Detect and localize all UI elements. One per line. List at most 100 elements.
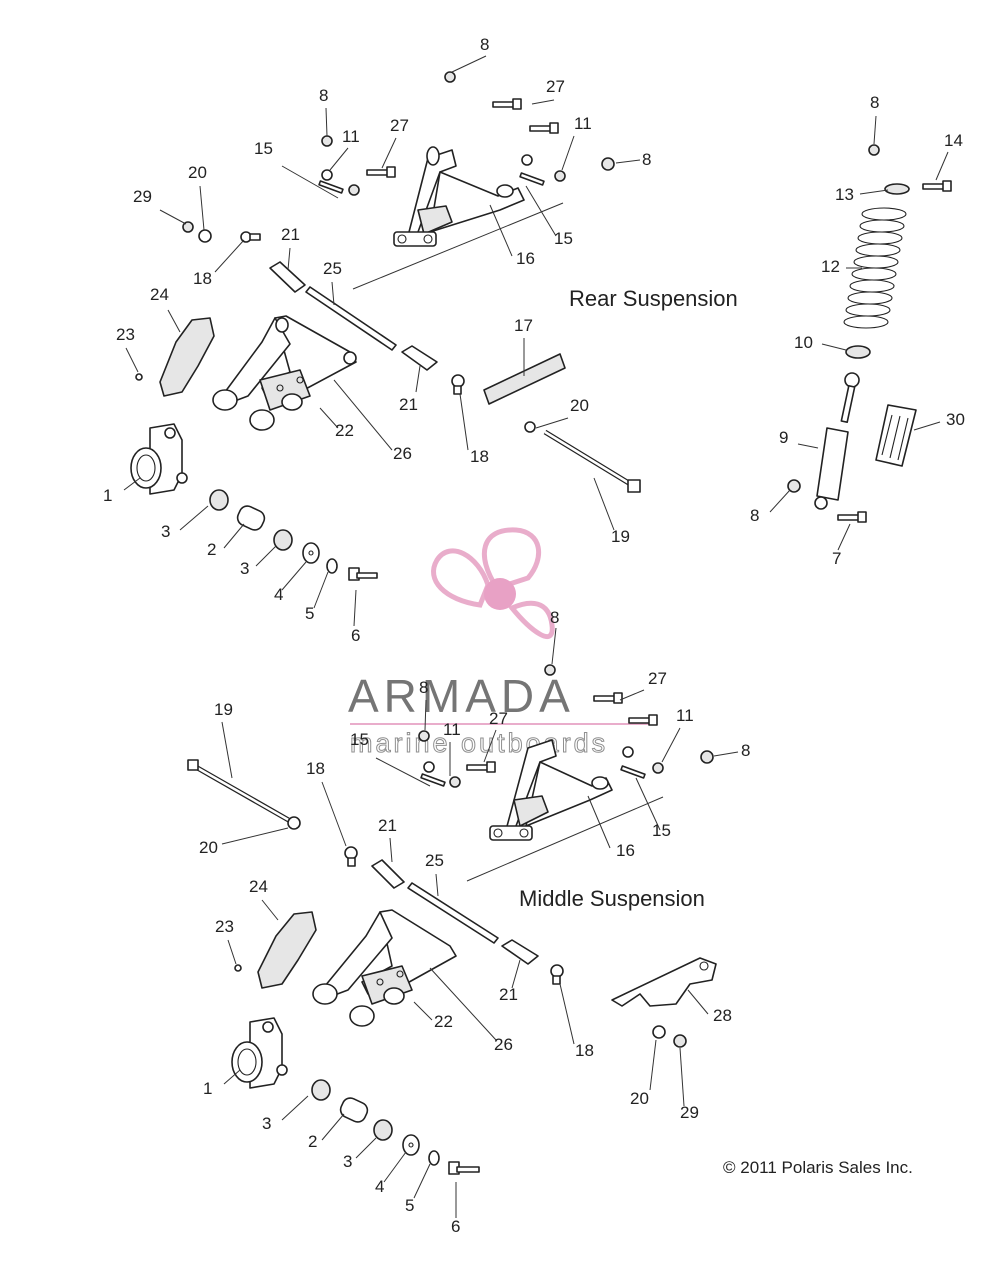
callout-leader-m-29: [679, 1047, 685, 1107]
lower-a-arm: [312, 909, 457, 1027]
callout-number-m-16: 16: [616, 841, 635, 860]
callout-number-m-11b: 11: [443, 720, 461, 739]
callout-leader-m-20b: [649, 1039, 657, 1091]
propeller-blade: [507, 600, 555, 639]
callout-number-r-21a: 21: [281, 225, 300, 244]
frame-guard: [257, 911, 317, 989]
callout-number-r-20a: 20: [188, 163, 207, 182]
callout-number-r-23: 23: [116, 325, 135, 344]
callout-number-s-14: 14: [944, 131, 963, 150]
washer: [524, 421, 536, 433]
callout-number-m-25: 25: [425, 851, 444, 870]
callout-number-r-5: 5: [305, 604, 314, 623]
bearing: [373, 1119, 393, 1141]
washer: [287, 816, 301, 830]
callout-number-m-22: 22: [434, 1012, 453, 1031]
callout-number-r-15b: 15: [554, 229, 573, 248]
callout-leader-r-29: [159, 209, 187, 225]
callout-leader-r-4: [281, 561, 307, 591]
washer: [326, 558, 338, 574]
armada-watermark: ARMADA marine outboards: [348, 527, 654, 759]
callout-number-r-1: 1: [103, 486, 112, 505]
pivot-shaft: [407, 882, 499, 944]
callout-number-r-21b: 21: [399, 395, 418, 414]
callout-leader-m-27a: [619, 689, 645, 701]
assembly-guides: [352, 202, 664, 882]
mount-plate: [483, 353, 566, 405]
bushing: [401, 345, 438, 371]
propeller-blade: [431, 548, 491, 608]
bushing: [269, 261, 306, 293]
callout-number-m-15a: 15: [350, 730, 369, 749]
callout-leaders: [123, 55, 949, 1218]
callout-number-r-24: 24: [150, 285, 169, 304]
protective-boot: [875, 404, 917, 467]
callout-number-r-15a: 15: [254, 139, 273, 158]
bushing: [423, 761, 435, 773]
bearing: [311, 1079, 331, 1101]
bolt: [628, 714, 658, 726]
upper-a-arm: [393, 146, 525, 247]
pivot-pin: [420, 773, 446, 787]
callout-leader-m-5: [413, 1163, 431, 1199]
bushing: [501, 939, 539, 965]
callout-leader-r-25: [331, 281, 335, 306]
washer: [198, 229, 212, 243]
callout-number-r-3a: 3: [161, 522, 170, 541]
callout-number-r-27b: 27: [390, 116, 409, 135]
rear-suspension-parts: [130, 71, 641, 581]
callout-leader-r-19: [593, 477, 615, 531]
callout-leader-r-8a: [451, 55, 487, 73]
copyright-notice: © 2011 Polaris Sales Inc.: [723, 1158, 913, 1177]
callout-leader-r-15b: [525, 185, 557, 237]
callout-leader-r-23: [125, 347, 139, 373]
callout-number-m-28: 28: [713, 1006, 732, 1025]
callout-number-m-23: 23: [215, 917, 234, 936]
callout-number-m-27b: 27: [489, 709, 508, 728]
screw: [234, 964, 242, 972]
bolt: [466, 761, 496, 773]
hub-carrier: [130, 423, 188, 495]
bearing: [273, 529, 293, 551]
callout-leader-r-16: [489, 204, 513, 257]
coil-spring: [843, 207, 907, 329]
lower-a-arm: [212, 315, 357, 431]
callout-number-r-29: 29: [133, 187, 152, 206]
bushing: [554, 170, 566, 182]
callout-leader-s-9: [797, 443, 819, 449]
hex-bolt: [348, 567, 378, 581]
callout-number-m-18b: 18: [575, 1041, 594, 1060]
callout-number-r-16: 16: [516, 249, 535, 268]
callout-number-r-20b: 20: [570, 396, 589, 415]
callout-number-s-8b: 8: [750, 506, 759, 525]
callout-number-r-25: 25: [323, 259, 342, 278]
callout-leader-r-18a: [214, 239, 245, 273]
callout-leader-m-21b: [511, 959, 521, 989]
hub-carrier: [231, 1017, 288, 1089]
callout-number-s-7: 7: [832, 549, 841, 568]
callout-leader-m-1: [223, 1069, 241, 1085]
callout-leader-r-1: [123, 477, 141, 491]
callout-leader-s-7: [837, 523, 851, 551]
pivot-shaft: [305, 286, 397, 351]
propeller-blade: [481, 527, 542, 591]
pivot-pin: [318, 180, 344, 194]
callout-number-r-27a: 27: [546, 77, 565, 96]
callout-leader-r-11a: [329, 147, 349, 171]
bushing: [622, 746, 634, 758]
hex-bolt: [448, 1161, 480, 1175]
callout-leader-r-8c: [615, 159, 641, 164]
callout-number-r-18a: 18: [193, 269, 212, 288]
callout-number-m-11a: 11: [676, 706, 694, 725]
lock-nut: [700, 750, 714, 764]
lock-nut: [601, 157, 615, 171]
callout-leader-m-19: [221, 721, 233, 779]
spacer-sleeve: [236, 505, 266, 531]
callout-number-r-8a: 8: [480, 35, 489, 54]
callout-number-r-6: 6: [351, 626, 360, 645]
lock-nut: [444, 71, 456, 83]
pivot-pin: [620, 765, 646, 779]
callout-leader-r-21a: [287, 247, 291, 271]
bearing: [209, 489, 229, 511]
callout-leader-m-8c: [713, 751, 739, 757]
